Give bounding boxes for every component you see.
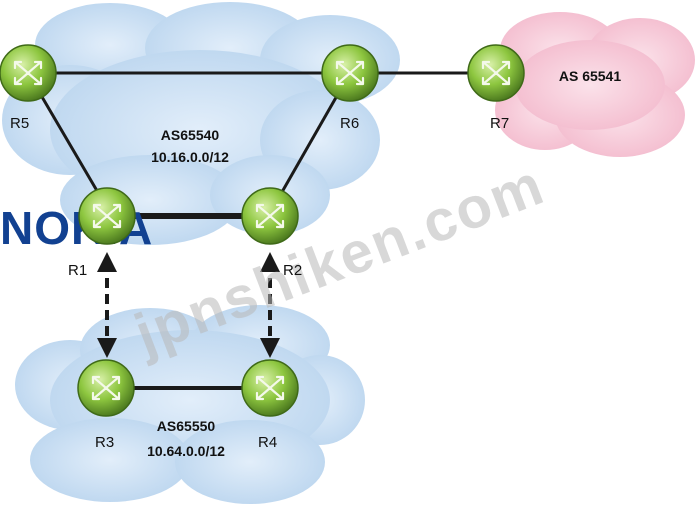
router-arrows-icon [481,60,511,86]
router-label-r4: R4 [258,434,277,451]
router-label-r6: R6 [340,115,359,132]
routers [0,44,525,417]
router-label-r1: R1 [68,262,87,279]
router-label-r7: R7 [490,115,509,132]
as65540-prefix: 10.16.0.0/12 [151,149,229,165]
router-arrows-icon [91,375,121,401]
router-label-r2: R2 [283,262,302,279]
router-labels: R5 R6 R7 R1 R2 R3 R4 [10,115,509,451]
as65550-prefix: 10.64.0.0/12 [147,443,225,459]
router-arrows-icon [255,375,285,401]
as65550-name: AS65550 [157,418,216,434]
as65541-name: AS 65541 [559,68,621,84]
router-r4 [241,359,299,417]
router-arrows-icon [335,60,365,86]
router-arrows-icon [92,203,122,229]
as65540-name: AS65540 [161,127,220,143]
router-r6 [321,44,379,102]
router-label-r3: R3 [95,434,114,451]
as-labels: AS65540 10.16.0.0/12 AS65550 10.64.0.0/1… [147,68,621,459]
router-r3 [77,359,135,417]
router-r2 [241,187,299,245]
router-r7 [467,44,525,102]
router-r1 [78,187,136,245]
router-r5 [0,44,57,102]
cloud-as65541 [495,12,695,157]
router-arrows-icon [13,60,43,86]
router-label-r5: R5 [10,115,29,132]
router-arrows-icon [255,203,285,229]
